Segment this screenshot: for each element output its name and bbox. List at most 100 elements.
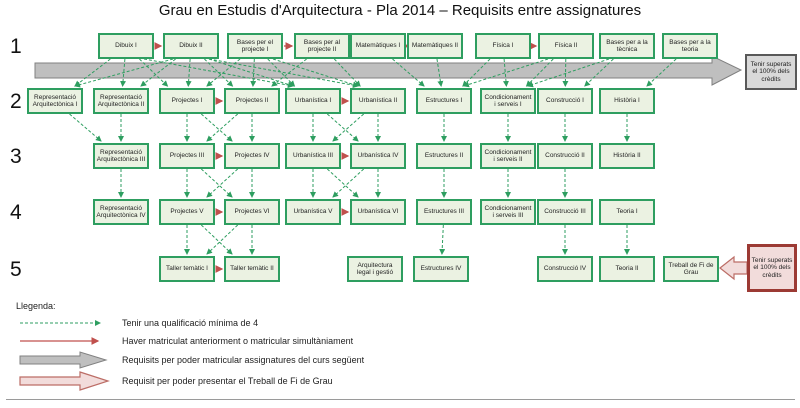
legend-label: Tenir una qualificació mínima de 4 — [122, 318, 259, 328]
tfg-credits-arrow — [719, 255, 748, 281]
course-box-proj5: Projectes V — [159, 199, 215, 225]
course-box-btec: Bases per a la tècnica — [599, 33, 655, 59]
legend-label: Haver matriculat anteriorment o matricul… — [122, 336, 354, 346]
page-title: Grau en Estudis d'Arquitectura - Pla 201… — [158, 2, 642, 19]
course-box-urb3: Urbanística III — [285, 143, 341, 169]
course-box-proj1: Projectes I — [159, 88, 215, 114]
prereq-min-grade-arrow — [332, 168, 365, 198]
course-box-estr3: Estructures III — [416, 199, 472, 225]
prereq-min-grade-arrow — [139, 58, 169, 87]
prereq-min-grade-arrow — [200, 224, 233, 255]
course-box-teo2: Teoria II — [599, 256, 655, 282]
prereq-min-grade-arrow — [502, 58, 509, 87]
course-box-repa3: Representació Arquitectònica III — [93, 143, 149, 169]
gray-block-arrow-icon — [18, 351, 110, 369]
course-box-estr1: Estructures I — [416, 88, 472, 114]
prereq-min-grade-arrow — [200, 168, 233, 198]
prereq-min-grade-arrow — [206, 168, 239, 198]
course-box-cond2: Condicionament i serveis II — [480, 143, 536, 169]
course-box-fis2: Física II — [538, 33, 594, 59]
course-box-taller2: Taller temàtic II — [224, 256, 280, 282]
course-box-dibuix2: Dibuix II — [163, 33, 219, 59]
credits-requirement-box-top: Tenir superats el 100% dels crèdits — [745, 54, 797, 90]
course-box-urb2: Urbanística II — [350, 88, 406, 114]
red-solid-arrow-icon — [18, 337, 110, 345]
year-label-2: 2 — [10, 90, 22, 113]
next-course-credits-arrow — [34, 55, 743, 86]
prereq-min-grade-arrow — [74, 58, 174, 88]
course-box-estr4: Estructures IV — [413, 256, 469, 282]
year-label-5: 5 — [10, 258, 22, 281]
course-box-proj2: Projectes II — [224, 88, 280, 114]
course-box-repa1: Representació Arquitectònica I — [27, 88, 83, 114]
prereq-min-grade-arrow — [392, 58, 425, 87]
prereq-min-grade-arrow — [250, 58, 257, 87]
course-box-repa4: Representació Arquitectònica IV — [93, 199, 149, 225]
course-box-mat2: Matemàtiques II — [407, 33, 463, 59]
course-box-fis1: Física I — [475, 33, 531, 59]
course-box-proj4: Projectes IV — [224, 143, 280, 169]
legend-heading: Llegenda: — [16, 301, 56, 311]
legend-item-tfg: Requisit per poder presentar el Treball … — [18, 371, 333, 391]
prereq-min-grade-arrow — [204, 58, 234, 87]
year-label-1: 1 — [10, 35, 22, 58]
year-label-3: 3 — [10, 145, 22, 168]
course-box-constr1: Construcció I — [537, 88, 593, 114]
legend-item-next-course: Requisits per poder matricular assignatu… — [18, 351, 364, 369]
course-box-urb1: Urbanística I — [285, 88, 341, 114]
prereq-min-grade-arrow — [326, 113, 359, 142]
legend-label: Requisit per poder presentar el Treball … — [122, 376, 333, 386]
prereq-min-grade-arrow — [326, 168, 359, 198]
prereq-min-grade-arrow — [206, 224, 239, 255]
prereq-min-grade-arrow — [206, 113, 239, 142]
course-box-repa2: Representació Arquitectònica II — [93, 88, 149, 114]
prereq-min-grade-arrow — [462, 58, 491, 87]
course-box-hist1: Història I — [599, 88, 655, 114]
course-box-taller1: Taller temàtic I — [159, 256, 215, 282]
legend-item-min-grade: Tenir una qualificació mínima de 4 — [18, 318, 258, 328]
course-box-cond1: Condicionament i serveis I — [480, 88, 536, 114]
course-box-bteo: Bases per a la teoria — [662, 33, 718, 59]
course-box-estr2: Estructures II — [416, 143, 472, 169]
bottom-divider — [6, 399, 795, 400]
year-label-4: 4 — [10, 201, 22, 224]
prereq-min-grade-arrow — [185, 58, 192, 87]
course-box-dibuix1: Dibuix I — [98, 33, 154, 59]
pink-block-arrow-icon — [18, 371, 110, 391]
course-box-urb4: Urbanística IV — [350, 143, 406, 169]
prereq-min-grade-arrow — [200, 113, 233, 142]
course-box-tfg: Treball de Fi de Grau — [663, 256, 719, 282]
course-box-urb5: Urbanística V — [285, 199, 341, 225]
legend-item-enrolment: Haver matriculat anteriorment o matricul… — [18, 336, 353, 346]
prereq-min-grade-arrow — [267, 58, 296, 87]
prereq-min-grade-arrow — [332, 113, 365, 142]
course-box-hist2: Història II — [599, 143, 655, 169]
course-box-bproj1: Bases per el projecte I — [227, 33, 283, 59]
legend-label: Requisits per poder matricular assignatu… — [122, 355, 365, 365]
credits-requirement-box-bottom: Tenir superats el 100% dels crèdits — [747, 244, 797, 292]
prereq-min-grade-arrow — [646, 58, 677, 87]
prereq-min-grade-arrow — [271, 58, 307, 87]
course-box-constr4: Construcció IV — [537, 256, 593, 282]
prereq-min-grade-arrow — [439, 224, 446, 255]
green-dashed-arrow-icon — [18, 319, 110, 327]
course-box-proj3: Projectes III — [159, 143, 215, 169]
course-box-teo1: Teoria I — [599, 199, 655, 225]
prereq-min-grade-arrow — [74, 58, 111, 87]
course-box-constr3: Construcció III — [537, 199, 593, 225]
course-box-constr2: Construcció II — [537, 143, 593, 169]
prereq-min-grade-arrow — [120, 58, 127, 87]
course-box-bproj2: Bases per al projecte II — [294, 33, 350, 59]
prereq-min-grade-arrow — [525, 58, 554, 87]
prereq-min-grade-arrow — [584, 58, 614, 87]
prereq-min-grade-arrow — [206, 58, 241, 87]
prereq-min-grade-arrow — [140, 58, 176, 87]
course-box-mat1: Matemàtiques I — [350, 33, 406, 59]
prereq-min-grade-arrow — [333, 58, 361, 87]
course-box-cond3: Condicionament i serveis III — [480, 199, 536, 225]
prereq-min-grade-arrow — [527, 58, 610, 88]
course-box-arqlegal: Arquitectura legal i gestió — [347, 256, 403, 282]
prereq-min-grade-arrow — [69, 113, 102, 142]
